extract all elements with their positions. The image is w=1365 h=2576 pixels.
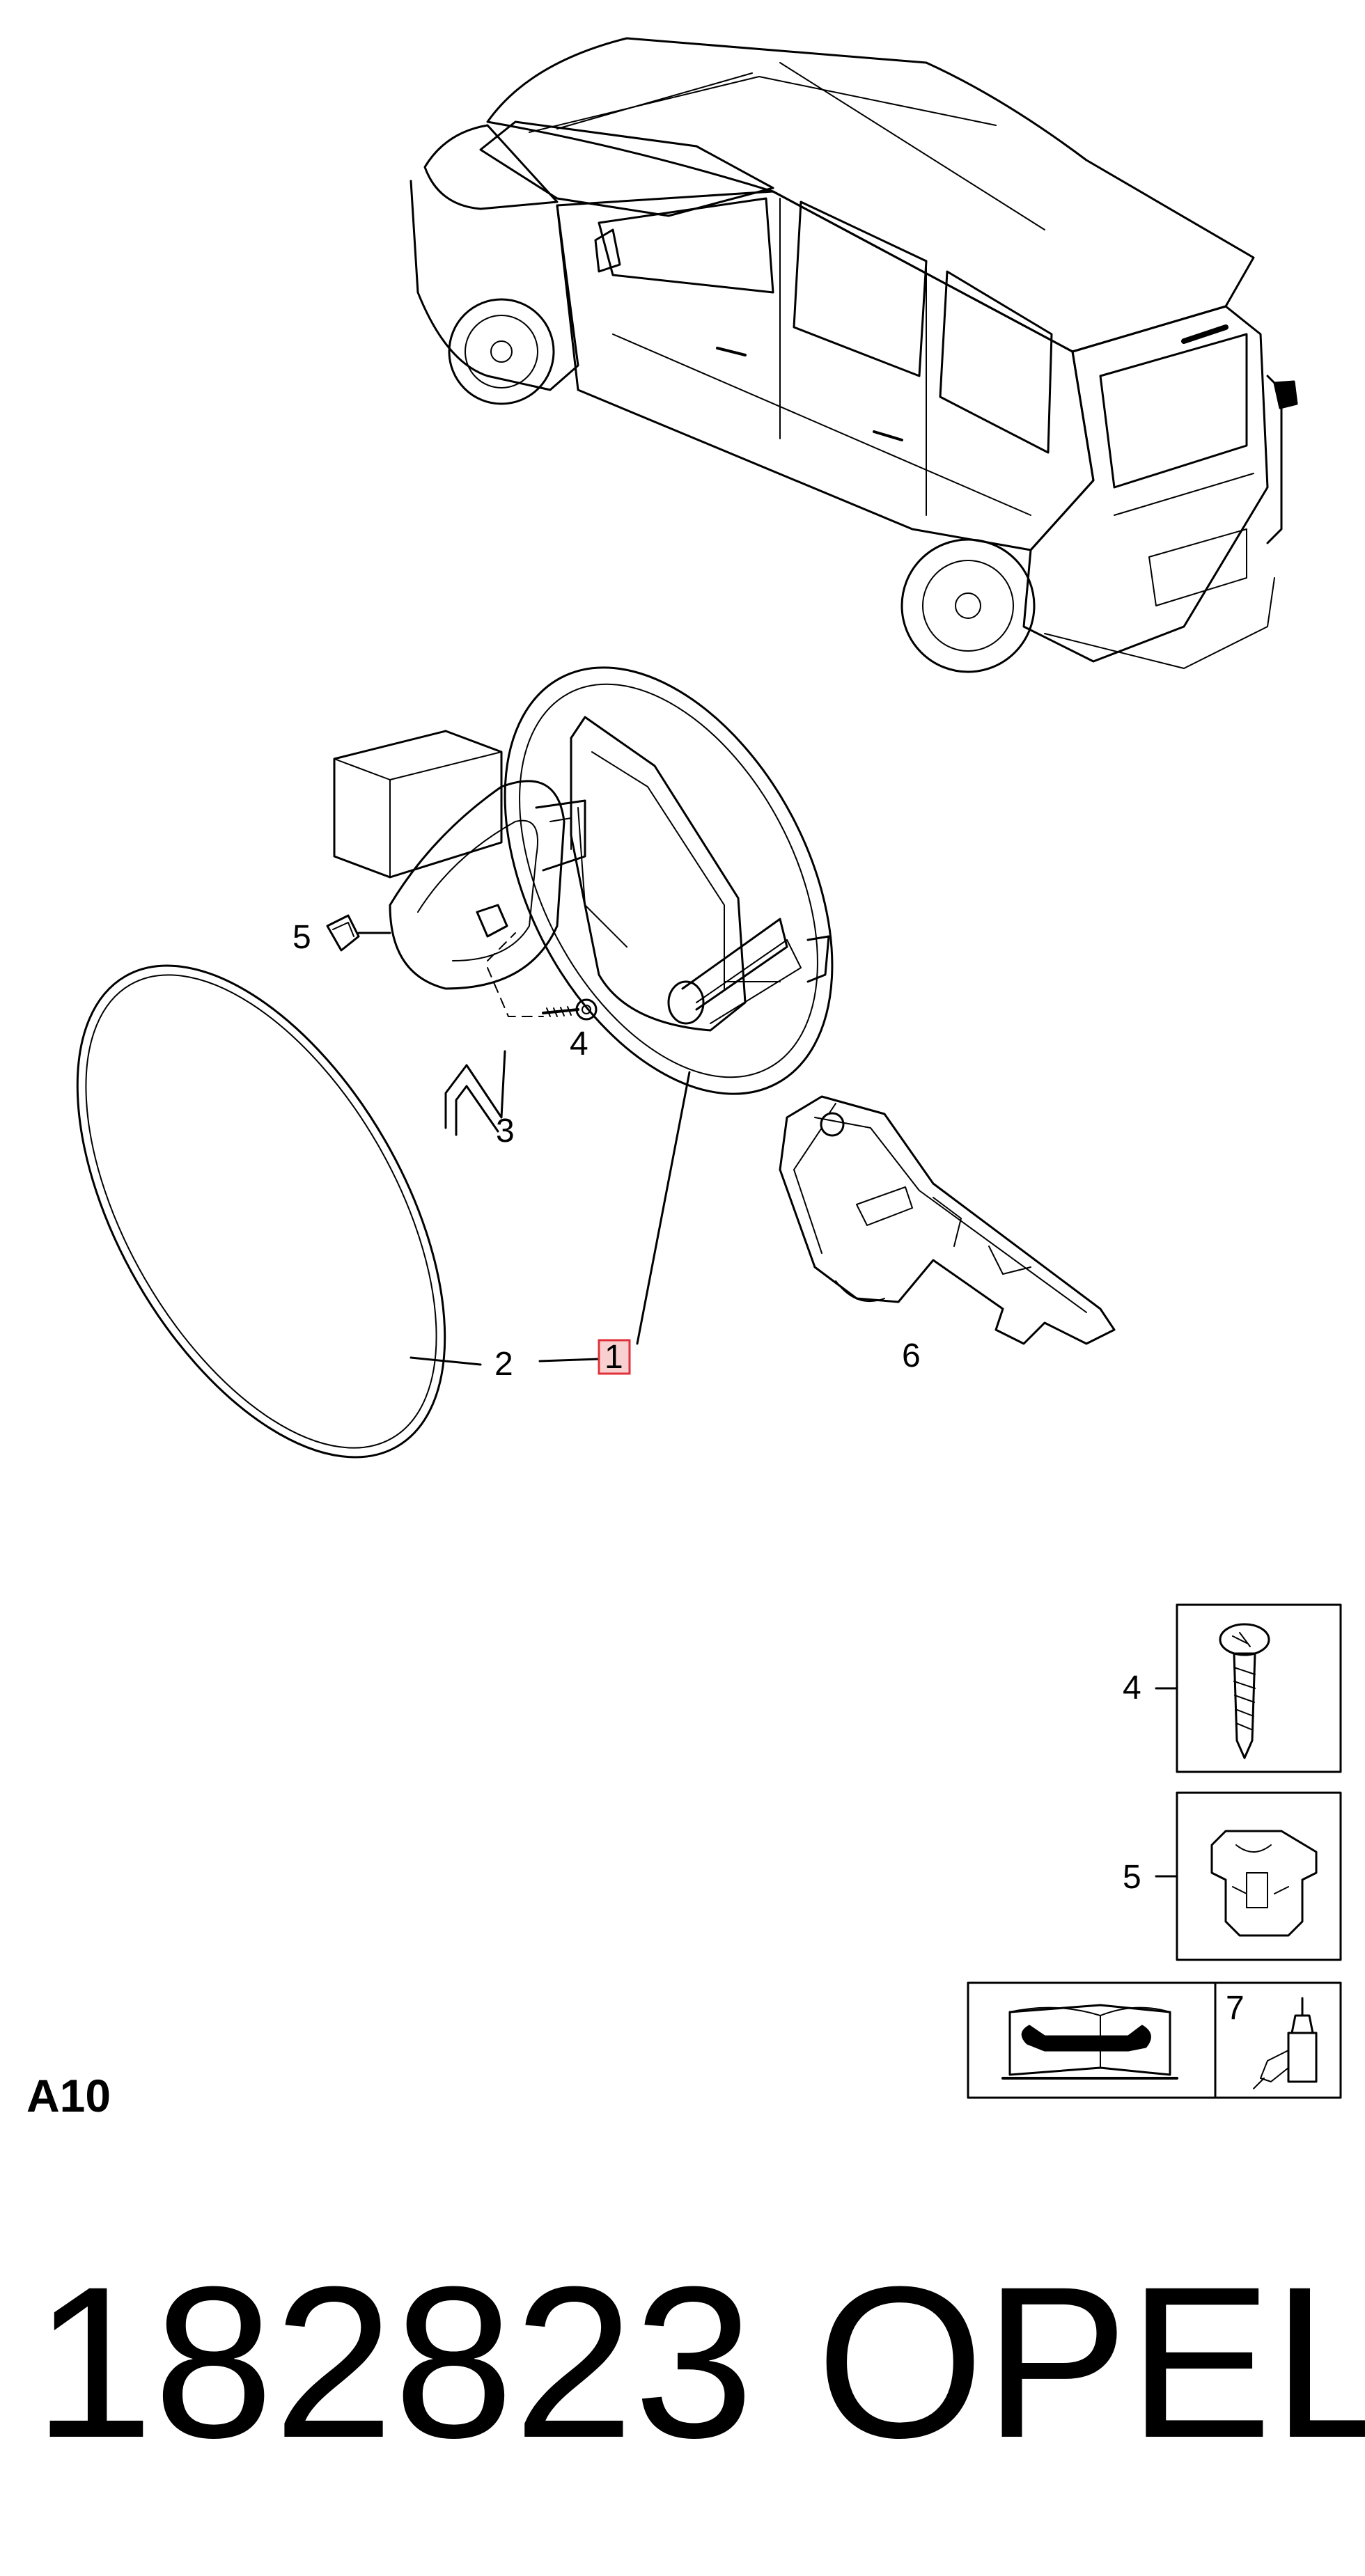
vehicle-illustration [410, 37, 1298, 673]
repair-manual-icon [1001, 2004, 1178, 2080]
screw-icon [1219, 1623, 1270, 1759]
legend-ref-4: 4 [1123, 1670, 1141, 1706]
callout-4[interactable]: 4 [570, 1026, 588, 1062]
callout-7[interactable]: 7 [1226, 1990, 1245, 2027]
screw-part [542, 998, 598, 1021]
item-1-highlight[interactable] [598, 1339, 631, 1375]
flap-spring [444, 1050, 506, 1136]
part-number: 182823 [33, 2241, 754, 2483]
clip-part [326, 914, 391, 952]
legend-info-box [967, 1981, 1342, 2099]
callout-3[interactable]: 3 [496, 1113, 515, 1149]
fuel-filler-flap [504, 666, 834, 1345]
legend-clip-box [1155, 1791, 1342, 1961]
callout-1[interactable]: 1 [604, 1339, 623, 1376]
callout-5[interactable]: 5 [292, 919, 311, 956]
fuel-flap-seal [76, 964, 600, 1459]
brand-name: OPEL [816, 2241, 1365, 2483]
callout-2[interactable]: 2 [494, 1346, 513, 1383]
clip-icon [1210, 1830, 1318, 1937]
section-code: A10 [26, 2070, 111, 2121]
callout-6[interactable]: 6 [902, 1337, 921, 1374]
legend-ref-5: 5 [1123, 1859, 1141, 1896]
adhesive-bottle-icon [1253, 1997, 1318, 2089]
legend-screw-box [1155, 1603, 1342, 1773]
fuel-filler-housing [333, 730, 566, 1017]
lock-bracket [779, 1095, 1116, 1345]
